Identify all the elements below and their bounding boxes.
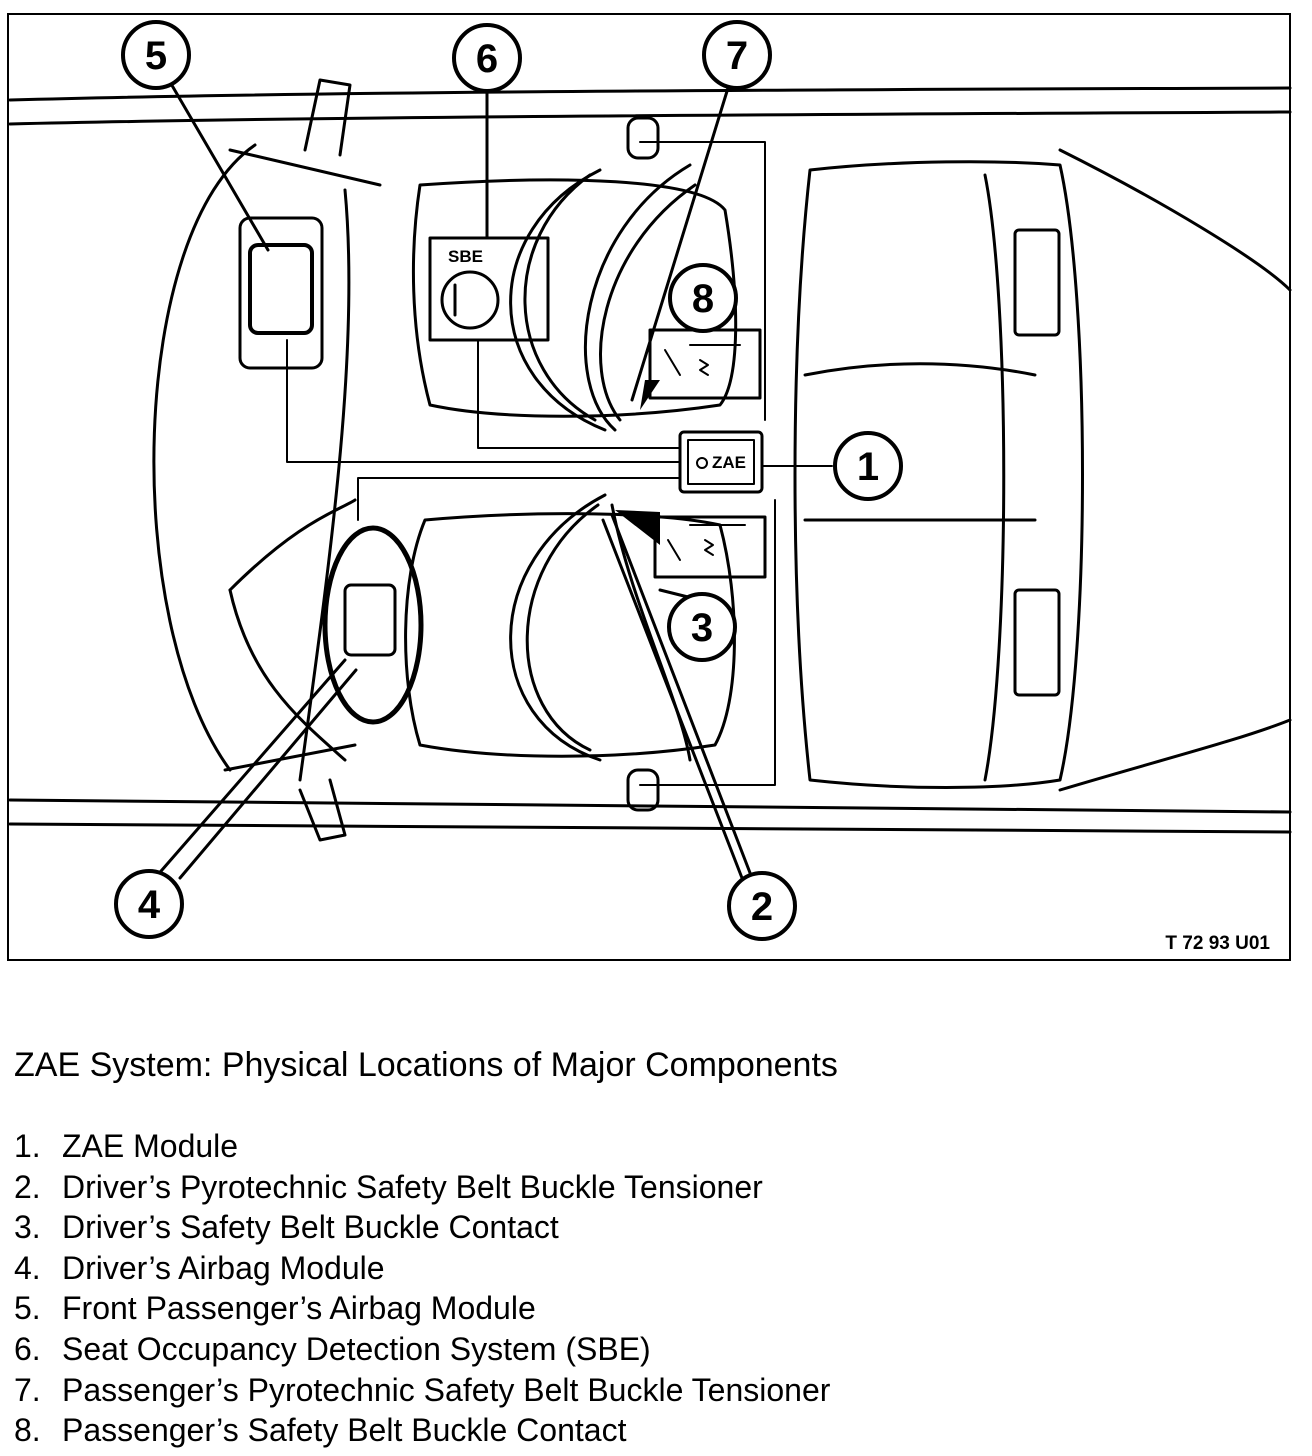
car-topview-drawing: SBE ZAE (7, 13, 1292, 961)
svg-text:7: 7 (726, 34, 748, 78)
legend-item: 1.ZAE Module (14, 1128, 239, 1164)
callout-8: 8 (668, 263, 738, 333)
legend-item: 6.Seat Occupancy Detection System (SBE) (14, 1330, 651, 1367)
legend-item: 5.Front Passenger’s Airbag Module (14, 1290, 536, 1327)
seat-belts (509, 116, 697, 812)
driver-buckle-contact (615, 510, 767, 579)
legend-item: 2.Driver’s Pyrotechnic Safety Belt Buckl… (14, 1168, 763, 1205)
svg-text:8: 8 (692, 277, 714, 321)
component-location-figure: SBE ZAE (7, 13, 1292, 961)
callout-6: 6 (452, 23, 522, 93)
callout-3: 3 (667, 592, 737, 662)
front-passenger-airbag-module (238, 216, 324, 370)
zae-inner-label: ZAE (712, 453, 746, 472)
svg-text:2: 2 (751, 885, 773, 929)
zae-module: ZAE (678, 430, 764, 494)
figure-code: T 72 93 U01 (1165, 933, 1270, 954)
figure-frame (7, 13, 1291, 961)
legend-item: 7.Passenger’s Pyrotechnic Safety Belt Bu… (14, 1371, 831, 1408)
callout-1: 1 (833, 431, 903, 501)
sbe-inner-label: SBE (448, 247, 483, 266)
figure-caption: ZAE System: Physical Locations of Major … (14, 1046, 838, 1084)
legend-item: 8.Passenger’s Safety Belt Buckle Contact (14, 1412, 627, 1449)
callout-4: 4 (114, 869, 184, 939)
svg-text:5: 5 (145, 34, 167, 78)
wiring-harness (286, 141, 833, 786)
callout-5: 5 (121, 20, 191, 90)
callout-2: 2 (727, 871, 797, 941)
callout-7: 7 (702, 20, 772, 90)
passenger-buckle-contact (640, 328, 762, 410)
component-legend: 1.ZAE Module 2.Driver’s Pyrotechnic Safe… (14, 1126, 830, 1451)
svg-text:3: 3 (691, 606, 713, 650)
driver-airbag-module (322, 525, 424, 725)
sbe-sensor: SBE (428, 236, 550, 342)
callout-leaders (153, 80, 754, 880)
svg-text:4: 4 (138, 883, 161, 927)
svg-text:6: 6 (476, 37, 498, 81)
legend-item: 3.Driver’s Safety Belt Buckle Contact (14, 1209, 559, 1246)
svg-text:1: 1 (857, 445, 879, 489)
legend-item: 4.Driver’s Airbag Module (14, 1249, 385, 1286)
